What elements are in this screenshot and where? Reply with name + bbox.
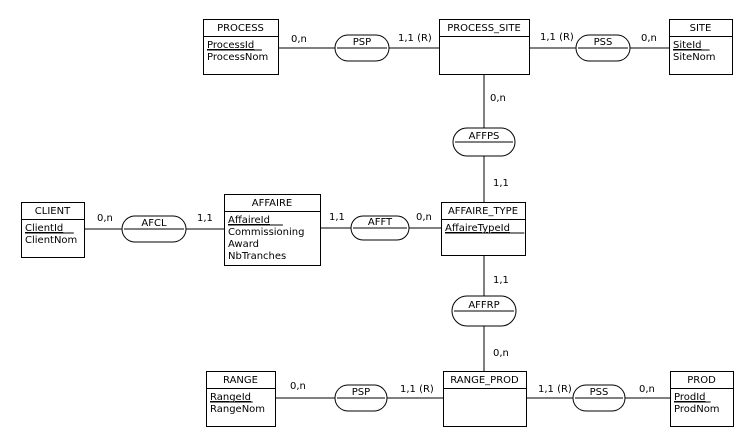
relationship-name: PSS [594, 37, 613, 48]
cardinality-pss-site: 0,n [641, 33, 657, 44]
cardinality-affairetype-affrp: 1,1 [493, 275, 509, 286]
cardinality-rangeprod-pss: 1,1 (R) [538, 384, 572, 395]
relationship-name: PSS [590, 387, 609, 398]
relationship-psp-bottom[interactable]: PSP [334, 384, 388, 412]
cardinality-affps-affairetype: 1,1 [493, 178, 509, 189]
cardinality-pss-prod: 0,n [639, 384, 655, 395]
entity-name: RANGE [223, 375, 258, 386]
relationship-name: AFCL [141, 218, 167, 229]
entity-attribute: ProcessNom [207, 52, 268, 63]
relationship-pss-top[interactable]: PSS [575, 34, 631, 62]
cardinality-processsite-pss: 1,1 (R) [540, 32, 574, 43]
cardinality-affrp-rangeprod: 0,n [493, 348, 509, 359]
relationship-affrp[interactable]: AFFRP [451, 295, 517, 327]
primary-key-attribute: RangeId [210, 392, 251, 403]
primary-key-attribute: AffaireId [228, 215, 270, 226]
relationships: PSP PSS AFFPS AFCL AFFT AFFRP PSP PSS [121, 34, 631, 412]
entity-attribute: Commissioning [228, 227, 304, 238]
entity-name: PROD [687, 375, 716, 386]
entity-attribute: Award [228, 239, 259, 250]
cardinality-labels: 0,n 1,1 (R) 1,1 (R) 0,n 0,n 1,1 0,n 1,1 1,1 0,n 1,… [97, 32, 657, 395]
relationship-psp-top[interactable]: PSP [334, 34, 390, 62]
relationship-afcl[interactable]: AFCL [121, 215, 187, 243]
relationship-name: PSP [352, 387, 370, 398]
entity-name: RANGE_PROD [450, 375, 519, 386]
connector-lines [84, 47, 670, 399]
relationship-affps[interactable]: AFFPS [452, 127, 516, 157]
entity-name: PROCESS [217, 23, 264, 34]
cardinality-range-psp: 0,n [290, 381, 306, 392]
relationship-name: PSP [353, 37, 371, 48]
cardinality-affaire-afft: 1,1 [329, 212, 345, 223]
primary-key-attribute: ProcessId [207, 40, 254, 51]
cardinality-process-psp: 0,n [291, 34, 307, 45]
entity-attribute: SiteNom [673, 52, 716, 63]
entity-affaire[interactable]: AFFAIRE AffaireIdCommissioningAwardNbTran… [224, 194, 321, 266]
cardinality-processsite-affps: 0,n [490, 93, 506, 104]
entity-name: AFFAIRE [252, 198, 292, 209]
entity-name: PROCESS_SITE [447, 23, 521, 34]
primary-key-attribute: AffaireTypeId [445, 223, 510, 234]
cardinality-psp-processsite: 1,1 (R) [398, 33, 432, 44]
cardinality-psp-rangeprod: 1,1 (R) [400, 384, 434, 395]
relationship-pss-bottom[interactable]: PSS [572, 384, 626, 412]
entity-attribute: ProdNom [674, 404, 720, 415]
cardinality-afcl-affaire: 1,1 [197, 213, 213, 224]
relationship-name: AFFT [368, 217, 393, 228]
entity-attribute: NbTranches [228, 251, 286, 262]
entity-name: SITE [690, 23, 712, 34]
cardinality-afft-affairetype: 0,n [416, 212, 432, 223]
cardinality-client-afcl: 0,n [97, 213, 113, 224]
entity-attribute: RangeNom [210, 404, 265, 415]
entity-process-site[interactable]: PROCESS_SITE [439, 19, 530, 75]
entity-name: CLIENT [35, 206, 71, 217]
entity-name: AFFAIRE_TYPE [448, 206, 518, 217]
entity-range-prod[interactable]: RANGE_PROD [443, 371, 527, 427]
entity-affaire-type[interactable]: AFFAIRE_TYPE AffaireTypeId [441, 202, 526, 256]
relationship-afft[interactable]: AFFT [350, 215, 410, 241]
primary-key-attribute: ProdId [674, 392, 706, 403]
entity-attribute: ClientNom [25, 235, 77, 246]
relationship-name: AFFRP [468, 300, 499, 311]
relationship-name: AFFPS [469, 131, 500, 142]
primary-key-attribute: SiteId [673, 40, 702, 51]
primary-key-attribute: ClientId [25, 223, 63, 234]
